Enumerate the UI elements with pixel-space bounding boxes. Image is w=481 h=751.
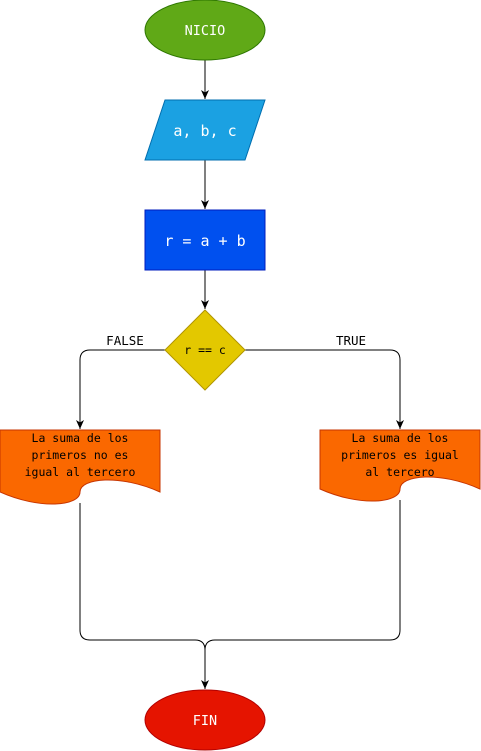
output-true-line-1: La suma de los [352,431,449,445]
output-false-node: La suma de los primeros no es igual al t… [0,429,161,505]
start-ellipse [144,0,266,61]
output-false-line-3: igual al tercero [25,465,136,479]
edge-true-to-end [204,500,401,651]
decision-label: r == c [184,343,226,357]
output-false-line-2: primeros no es [32,448,129,462]
output-true-document [319,429,481,502]
output-true-line-3: al tercero [365,465,434,479]
output-true-line-2: primeros es igual [341,448,459,462]
input-node: a, b, c [144,99,266,161]
end-ellipse [144,689,266,751]
output-true-node: La suma de los primeros es igual al terc… [319,429,481,502]
output-false-document [0,429,161,505]
end-label: FIN [193,713,217,729]
edge-decision-true [245,349,404,429]
edge-decision-false [76,349,165,429]
process-label: r = a + b [164,232,245,250]
input-label: a, b, c [173,122,236,140]
end-node: FIN [144,689,266,751]
edge-label-true: TRUE [336,333,366,348]
process-rectangle [144,209,266,271]
decision-node: r == c [164,309,246,391]
edge-false-to-end [79,503,209,689]
input-parallelogram [144,99,266,161]
start-label: NICIO [185,23,226,39]
decision-diamond [164,309,246,391]
edge-label-false: FALSE [106,333,144,348]
output-false-line-1: La suma de los [32,431,129,445]
process-node: r = a + b [144,209,266,271]
start-node: NICIO [144,0,266,61]
